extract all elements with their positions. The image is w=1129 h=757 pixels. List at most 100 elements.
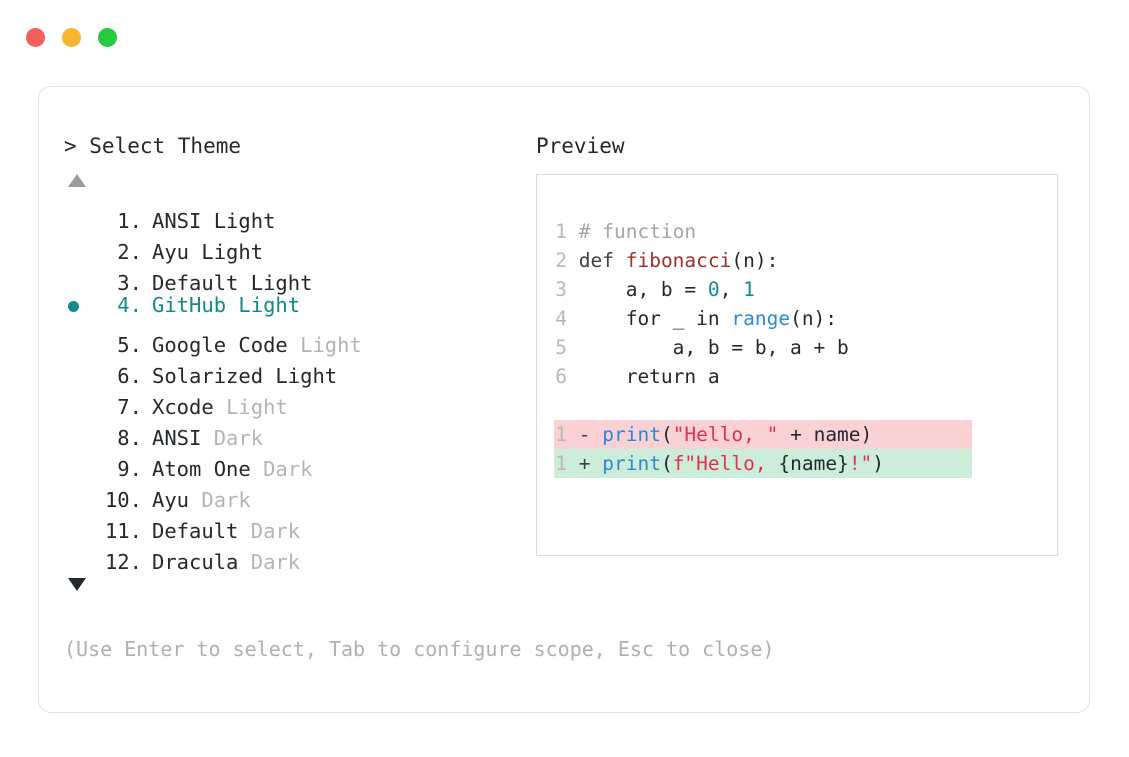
theme-item-variant: Dark: [250, 550, 301, 574]
code-token: -: [567, 423, 603, 446]
selection-bullet-slot: [64, 259, 94, 290]
theme-item-name: Dracula: [152, 550, 251, 574]
code-token: return a: [567, 365, 720, 388]
scroll-up-icon[interactable]: [68, 174, 86, 187]
theme-item-number: 10.: [104, 488, 142, 512]
theme-item-name: ANSI: [152, 426, 214, 450]
theme-item-name: Google Code: [152, 333, 301, 357]
theme-item-name: Default: [152, 519, 251, 543]
code-token: [567, 249, 579, 272]
code-token: ): [872, 452, 885, 475]
theme-picker-card: > Select Theme 1. ANSI Light 2. Ayu Light …: [38, 86, 1090, 713]
theme-select-pane: > Select Theme 1. ANSI Light 2. Ayu Light …: [64, 132, 524, 591]
theme-list-item[interactable]: 10.Ayu Dark: [64, 476, 524, 512]
window-minimize-button[interactable]: [62, 28, 81, 47]
theme-item-name: Xcode: [152, 395, 227, 419]
selection-bullet-slot: [64, 538, 94, 569]
theme-item-variant: Light: [250, 271, 313, 295]
code-token: (n):: [731, 249, 779, 272]
theme-list-item[interactable]: 7. Xcode Light: [64, 383, 524, 419]
selection-bullet-slot: [64, 414, 94, 445]
code-token: ,: [719, 278, 744, 301]
code-token: !": [848, 452, 873, 475]
code-token: def: [578, 249, 626, 272]
theme-item-number: 12.: [104, 550, 142, 574]
code-line-number: 2: [555, 249, 567, 272]
theme-item-variant: Light: [238, 293, 301, 317]
theme-list-item[interactable]: 2.Ayu Light: [64, 228, 524, 264]
theme-list[interactable]: 1. ANSI Light 2. Ayu Light 3. Default Light…: [64, 197, 524, 574]
theme-item-variant: Dark: [250, 519, 301, 543]
selection-bullet-slot: [64, 291, 94, 322]
theme-item-name: Ayu: [152, 240, 202, 264]
theme-list-item[interactable]: 1. ANSI Light: [64, 197, 524, 233]
code-line: 4 for _ in range(n):: [554, 304, 1057, 333]
theme-item-variant: Light: [213, 209, 276, 233]
theme-item-number: 3.: [104, 271, 142, 295]
theme-item-name: Solarized: [152, 364, 276, 388]
theme-item-number: 2.: [104, 240, 142, 264]
theme-item-number: 9.: [104, 457, 142, 481]
code-line: 6 return a: [554, 362, 1057, 391]
theme-list-item[interactable]: 8. ANSI Dark: [64, 414, 524, 450]
code-line-number: 1: [555, 220, 567, 243]
keyboard-hint: (Use Enter to select, Tab to configure s…: [64, 637, 775, 661]
code-token: "Hello, ": [672, 423, 779, 446]
theme-list-item[interactable]: 9. Atom One Dark: [64, 445, 524, 481]
selection-bullet-slot: [64, 383, 94, 414]
theme-item-number: 4.: [104, 293, 142, 317]
theme-item-name: GitHub: [152, 293, 239, 317]
code-token: 1: [743, 278, 755, 301]
code-line: 3 a, b = 0, 1: [554, 275, 1057, 304]
selection-bullet-slot: [64, 197, 94, 228]
code-line-number: 1: [555, 423, 567, 446]
code-token: a, b = b, a + b: [567, 336, 849, 359]
code-token: print: [602, 423, 661, 446]
prompt-title: > Select Theme: [64, 134, 242, 158]
window-close-button[interactable]: [26, 28, 45, 47]
theme-list-item[interactable]: 12. Dracula Dark: [64, 538, 524, 574]
code-line: 5 a, b = b, a + b: [554, 333, 1057, 362]
theme-list-item[interactable]: 5.Google Code Light: [64, 321, 524, 357]
selection-bullet-slot: [64, 228, 94, 259]
code-token: fibonacci: [625, 249, 732, 272]
code-line-number: 3: [555, 278, 567, 301]
selection-bullet-slot: [64, 352, 94, 383]
selection-bullet-slot: [64, 507, 94, 538]
theme-list-item[interactable]: 6.Solarized Light: [64, 352, 524, 388]
code-token: (n):: [790, 307, 838, 330]
selection-bullet-slot: [64, 476, 94, 507]
code-token: (: [660, 452, 673, 475]
code-token: f"Hello,: [672, 452, 779, 475]
code-line: 1 # function: [554, 217, 1057, 246]
window-maximize-button[interactable]: [98, 28, 117, 47]
theme-list-item[interactable]: 11.Default Dark: [64, 507, 524, 543]
theme-item-name: Default: [152, 271, 251, 295]
selection-bullet-slot: [64, 445, 94, 476]
code-line-number: 5: [555, 336, 567, 359]
window-titlebar: [26, 28, 117, 47]
preview-title: Preview: [536, 134, 625, 158]
selected-bullet-icon: [68, 301, 79, 312]
theme-item-variant: Light: [275, 364, 338, 388]
theme-item-variant: Dark: [263, 457, 313, 481]
theme-item-name: Atom One: [152, 457, 264, 481]
theme-list-item[interactable]: 3. Default Light: [64, 259, 524, 295]
theme-item-variant: Dark: [213, 426, 264, 450]
theme-item-variant: Light: [226, 395, 288, 419]
code-token: {name}: [778, 452, 849, 475]
scroll-down-icon[interactable]: [68, 578, 86, 591]
theme-item-number: 7.: [104, 395, 142, 419]
theme-item-number: 1.: [104, 209, 142, 233]
diff-removed-line: 1 - print("Hello, " + name): [554, 420, 972, 449]
code-token: +: [567, 452, 603, 475]
code-line-number: 6: [555, 365, 567, 388]
theme-item-number: 8.: [104, 426, 142, 450]
theme-item-number: 5.: [104, 333, 142, 357]
theme-item-name: ANSI: [152, 209, 214, 233]
theme-list-item[interactable]: 4. GitHub Light: [64, 290, 524, 321]
code-token: a, b =: [567, 278, 708, 301]
